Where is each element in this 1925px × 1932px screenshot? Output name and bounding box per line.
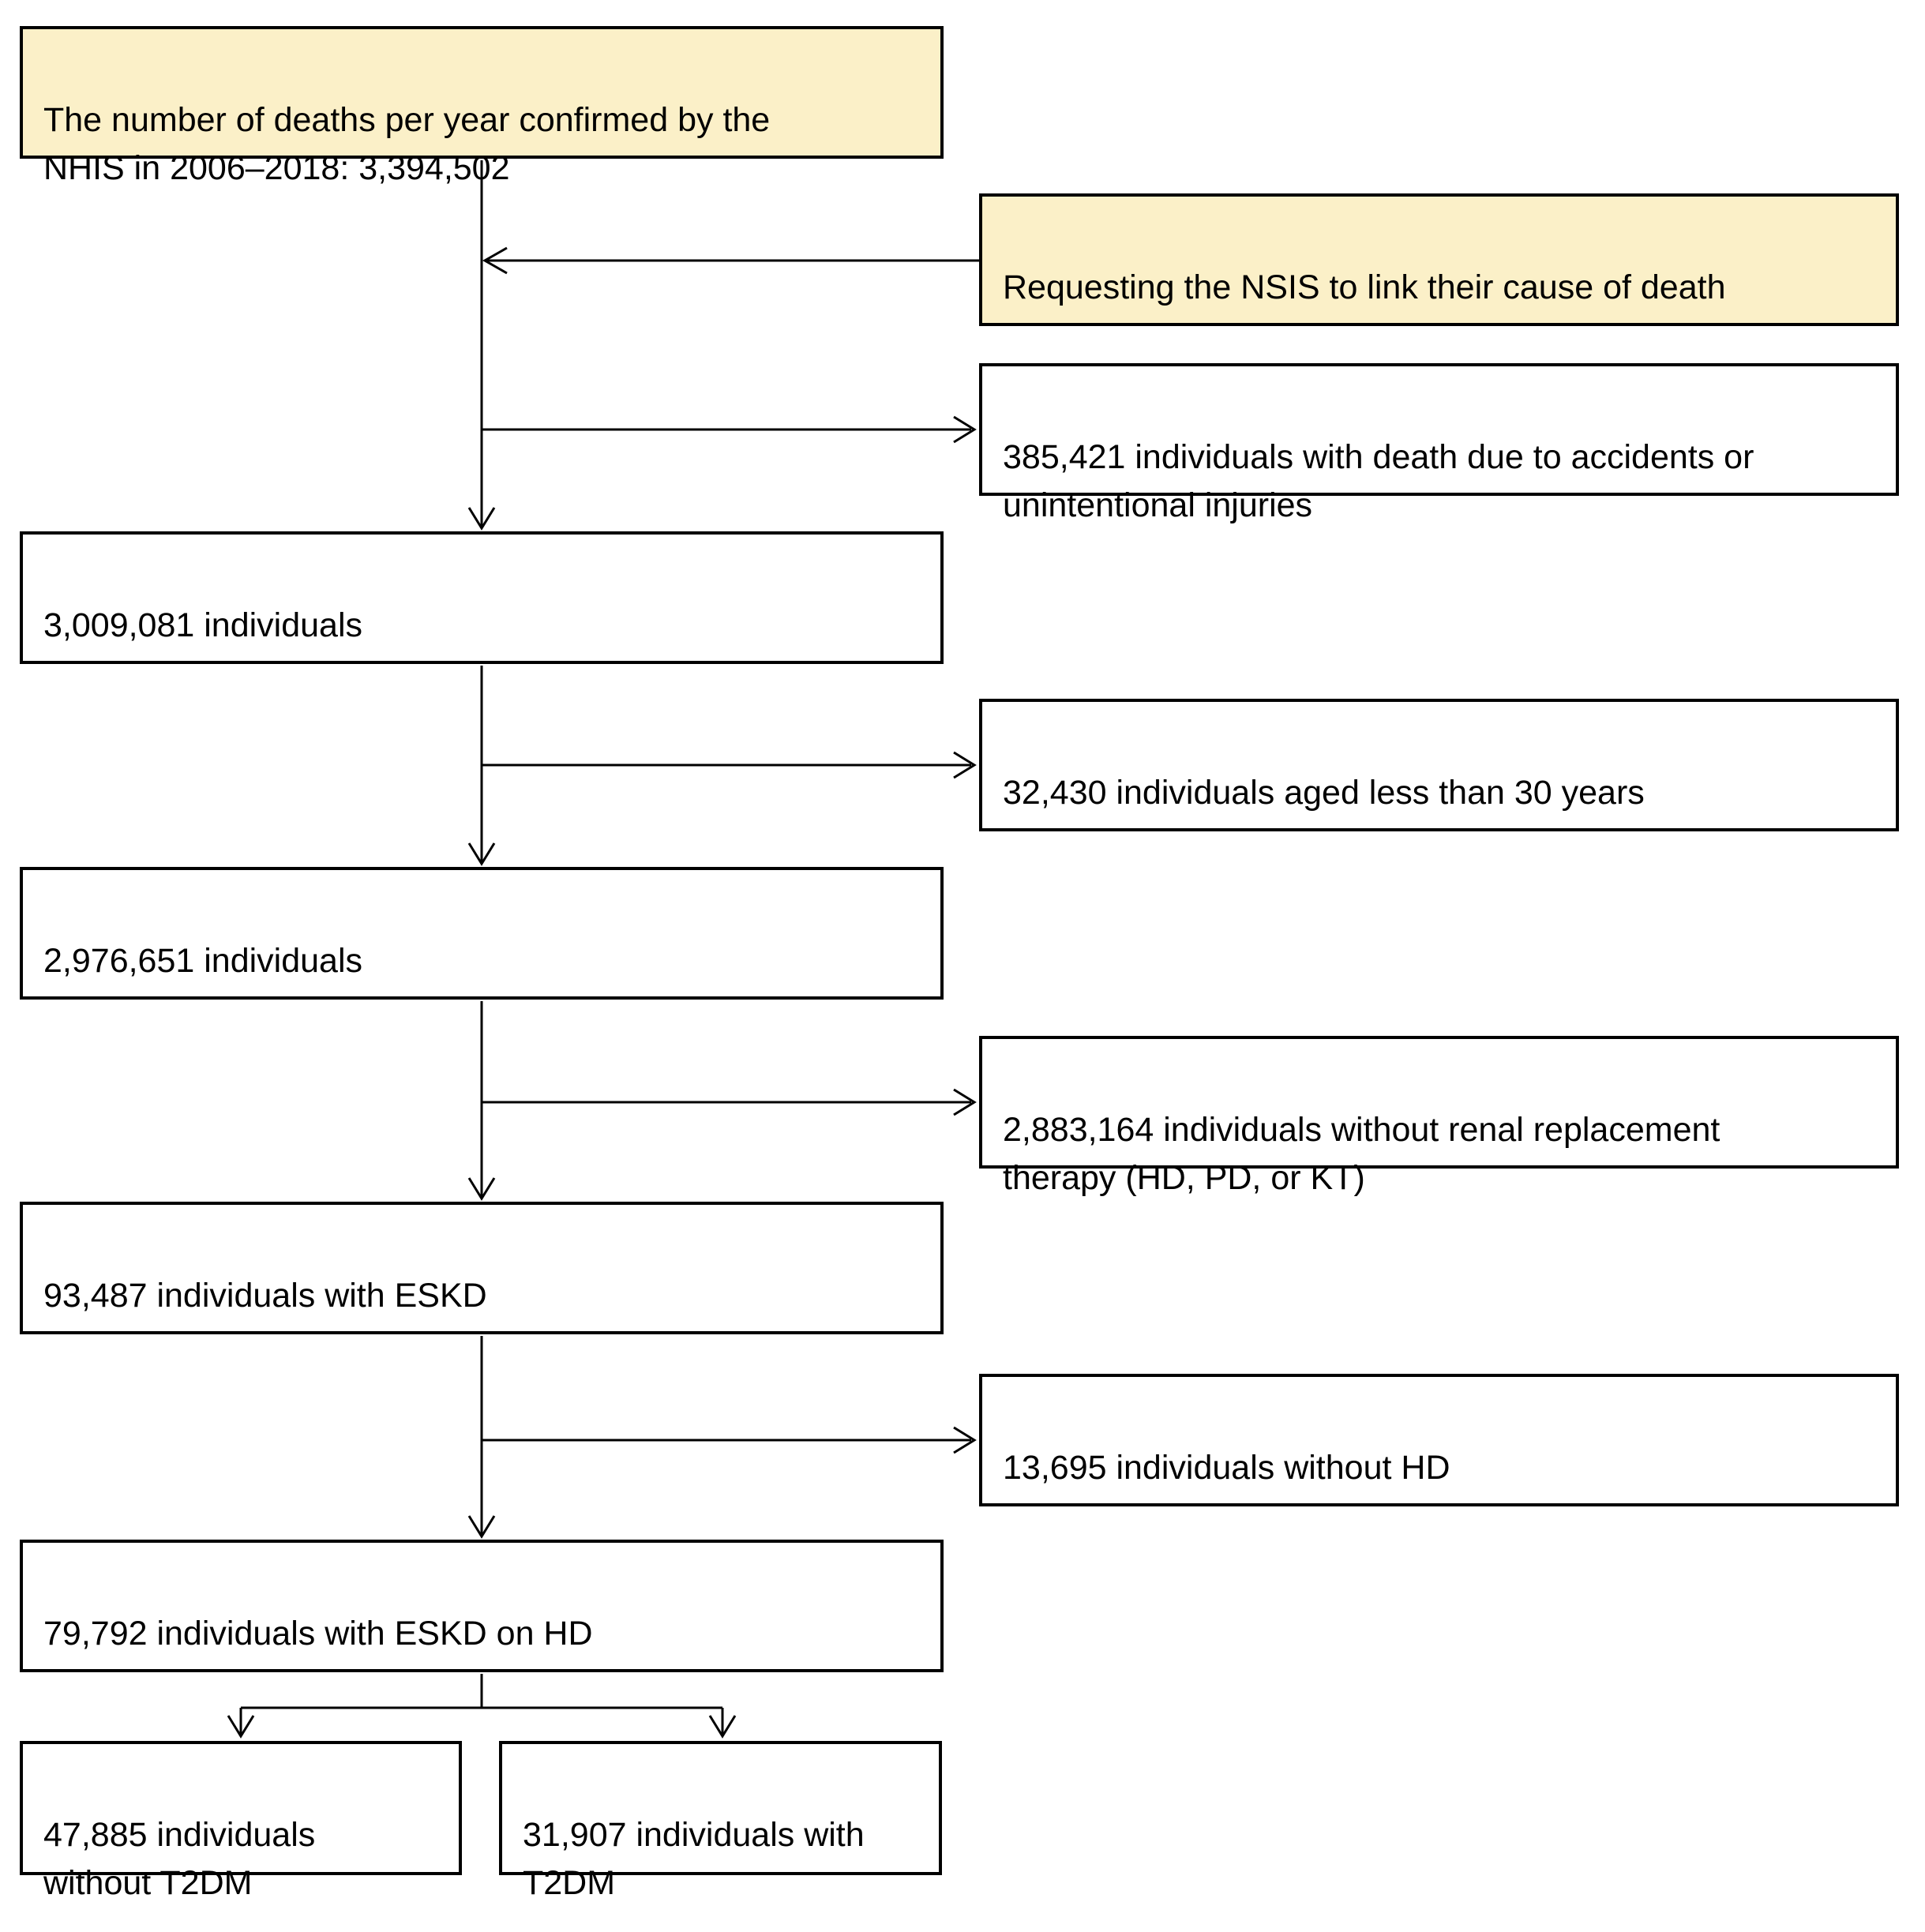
exclusion-text: 385,421 individuals with death due to ac…: [1003, 438, 1754, 525]
step-text: 3,009,081 individuals: [43, 606, 363, 645]
outcome-box-without-t2dm: 47,885 individuals without T2DM: [20, 1741, 462, 1902]
step-box-age-filtered: 2,976,651 individuals: [20, 867, 944, 1000]
step-box-all-individuals: 3,009,081 individuals: [20, 531, 944, 664]
exclusion-box-no-hd: 13,695 individuals without HD: [979, 1374, 1899, 1506]
arrowhead-down-outcome1: [227, 1715, 255, 1739]
outcome-text: 31,907 individuals with T2DM: [523, 1816, 865, 1903]
arrowhead-down-step4: [467, 1515, 496, 1539]
arrowhead-down-step1: [467, 507, 496, 531]
step-text: 79,792 individuals with ESKD on HD: [43, 1615, 593, 1653]
arrowhead-right-exclusion1: [953, 415, 977, 444]
exclusion-text: 2,883,164 individuals without renal repl…: [1003, 1111, 1720, 1198]
exclusion-box-accidents: 385,421 individuals with death due to ac…: [979, 363, 1899, 524]
arrowhead-right-exclusion2: [953, 751, 977, 779]
step-text: 2,976,651 individuals: [43, 942, 363, 981]
arrowhead-down-step3: [467, 1177, 496, 1201]
exclusion-text: 13,695 individuals without HD: [1003, 1449, 1450, 1487]
outcome-box-with-t2dm: 31,907 individuals with T2DM: [499, 1741, 942, 1902]
arrowhead-right-exclusion3: [953, 1088, 977, 1116]
arrowhead-right-exclusion4: [953, 1426, 977, 1454]
outcome-text: 47,885 individuals without T2DM: [43, 1816, 316, 1903]
arrowhead-down-outcome2: [708, 1715, 737, 1739]
exclusion-box-no-rrt: 2,883,164 individuals without renal repl…: [979, 1036, 1899, 1197]
annotation-box: Requesting the NSIS to link their cause …: [979, 193, 1899, 326]
step-box-eskd: 93,487 individuals with ESKD: [20, 1202, 944, 1334]
source-text: The number of deaths per year confirmed …: [43, 101, 771, 188]
arrowhead-down-step2: [467, 842, 496, 866]
arrowhead-left-annotation: [482, 246, 508, 275]
exclusion-box-age: 32,430 individuals aged less than 30 yea…: [979, 699, 1899, 831]
step-box-eskd-on-hd: 79,792 individuals with ESKD on HD: [20, 1540, 944, 1672]
exclusion-text: 32,430 individuals aged less than 30 yea…: [1003, 774, 1645, 812]
step-text: 93,487 individuals with ESKD: [43, 1277, 487, 1315]
annotation-text: Requesting the NSIS to link their cause …: [1003, 268, 1726, 307]
source-box: The number of deaths per year confirmed …: [20, 26, 944, 187]
